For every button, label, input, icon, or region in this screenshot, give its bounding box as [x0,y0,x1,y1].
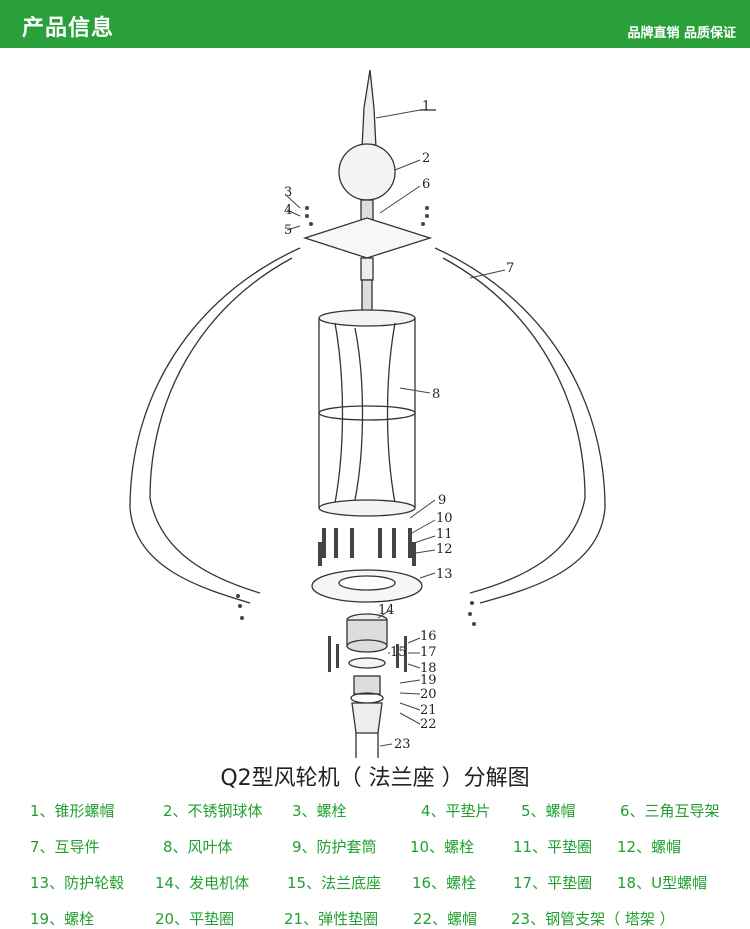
callout-18: 18 [420,661,437,676]
wind-turbine-drawing: 1 2 6 3 4 5 7 8 9 10 11 12 13 14 15 16 1… [129,69,606,758]
upper-disc-shape [318,309,416,327]
legend-item: 17、平垫圈 [513,874,593,892]
callout-20: 20 [420,687,437,702]
legend-item: 8、风叶体 [163,838,233,856]
legend-item: 23、钢管支架（ 塔架 ） [511,910,675,928]
callout-1: 1 [422,99,430,114]
legend-item: 11、平垫圈 [513,838,593,856]
callout-13: 13 [436,567,453,582]
legend-item: 6、三角互导架 [620,802,720,820]
brand-slogan: 品牌直销 品质保证 [627,26,736,41]
legend-item: 21、弹性垫圈 [284,910,379,928]
callout-19: 19 [420,673,437,688]
legend-item: 4、平垫片 [421,802,491,820]
legend-item: 1、锥形螺帽 [30,802,115,820]
callout-2: 2 [422,151,430,166]
callout-23: 23 [394,737,411,752]
legend-item: 22、螺帽 [413,910,478,928]
legend-item: 19、螺栓 [30,910,95,928]
legend-item: 15、法兰底座 [287,874,382,892]
triangle-guide-shape [302,217,433,259]
callout-5: 5 [284,223,292,238]
legend-item: 10、螺栓 [410,838,475,856]
callout-7: 7 [506,261,514,276]
callout-14: 14 [378,603,395,618]
header-bar: 产品信息 品牌直销 品质保证 [0,0,750,48]
legend-item: 3、螺栓 [292,802,347,820]
callout-22: 22 [420,717,437,732]
callout-10: 10 [436,511,453,526]
right-guide-arm [434,247,606,604]
callout-8: 8 [432,387,440,402]
legend-item: 20、平垫圈 [155,910,235,928]
legend-item: 7、互导件 [30,838,100,856]
ball-shape [338,143,396,201]
legend-item: 13、防护轮毂 [30,874,125,892]
left-guide-arm [129,247,301,604]
diagram-caption: Q2型风轮机（ 法兰座 ）分解图 [220,766,530,791]
cone-nut-shape [361,69,377,149]
callout-11: 11 [436,527,453,542]
callout-16: 16 [420,629,437,644]
callout-4: 4 [284,203,292,218]
legend-item: 18、U型螺帽 [617,874,708,892]
callout-9: 9 [438,493,446,508]
legend-item: 9、防护套筒 [292,838,377,856]
callout-3: 3 [284,185,292,200]
legend-item: 16、螺栓 [412,874,477,892]
callout-21: 21 [420,703,437,718]
callout-6: 6 [422,177,430,192]
callout-12: 12 [436,542,453,557]
section-title: 产品信息 [22,16,115,41]
legend-item: 12、螺帽 [617,838,682,856]
callout-15: 15 [390,645,407,660]
callout-17: 17 [420,645,437,660]
legend-item: 5、螺帽 [521,802,576,820]
exploded-diagram: 1 2 6 3 4 5 7 8 9 10 11 12 13 14 15 16 1… [0,48,750,758]
legend-item: 14、发电机体 [155,874,250,892]
legend-item: 2、不锈钢球体 [163,802,263,820]
